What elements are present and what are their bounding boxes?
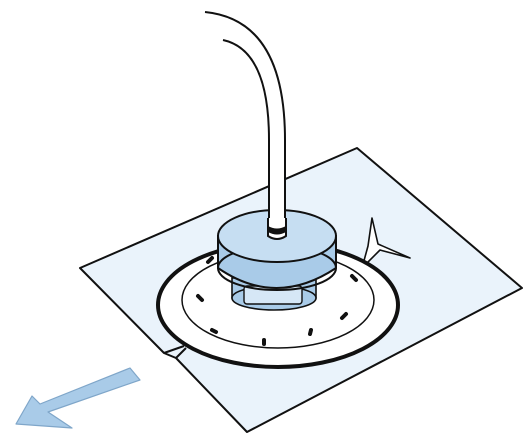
tick-mark xyxy=(198,296,202,300)
direction-arrow xyxy=(16,368,140,428)
tick-mark xyxy=(208,258,212,262)
tick-mark xyxy=(310,330,311,334)
tick-mark xyxy=(212,330,216,332)
tick-mark xyxy=(352,276,356,280)
tick-mark xyxy=(342,314,346,318)
